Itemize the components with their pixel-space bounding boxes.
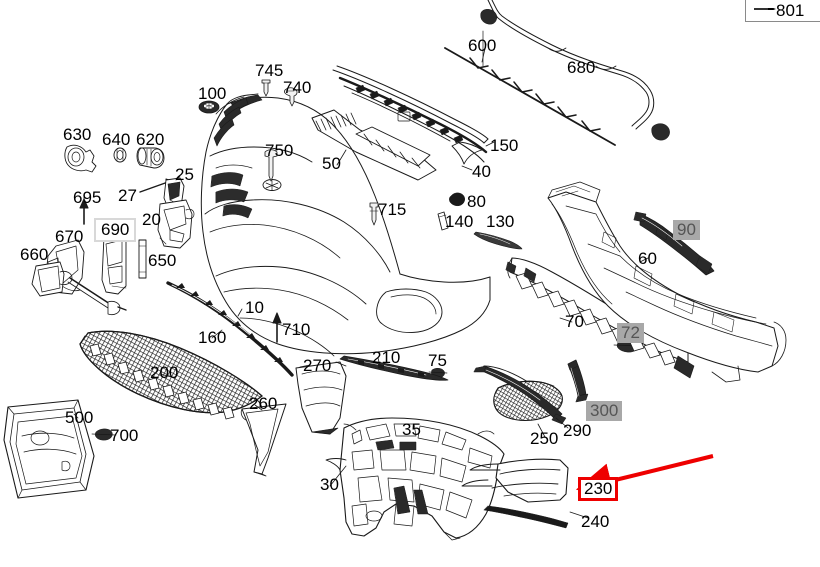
part-mesh-grille-200 [79, 330, 263, 420]
part-trim-130 [473, 231, 523, 250]
callout-label-200: 200 [150, 363, 179, 382]
part-hose-clip [480, 8, 670, 141]
part-bracket-140 [437, 211, 449, 231]
callout-label-35: 35 [402, 420, 421, 439]
callout-label-80: 80 [467, 192, 486, 211]
callout-label-630: 630 [63, 125, 92, 144]
callout-label-700: 700 [110, 426, 139, 445]
callout-label-160: 160 [198, 328, 227, 347]
callout-label-140: 140 [445, 212, 474, 231]
callout-label-290: 290 [563, 421, 592, 440]
part-washer-hose-680 [487, 0, 655, 130]
callout-label-680: 680 [567, 58, 596, 77]
part-impact-beam-60 [547, 181, 787, 383]
callout-label-600: 600 [468, 36, 497, 55]
callout-label-40: 40 [472, 162, 491, 181]
part-lower-trim-160 [166, 281, 294, 377]
part-clip-740 [284, 87, 298, 107]
part-pin-710 [272, 312, 282, 343]
part-nut-80 [449, 192, 465, 207]
part-emblem-100 [198, 100, 220, 114]
reference-callout-box: 801 [745, 0, 820, 22]
part-upper-grille-40 [338, 76, 488, 165]
callout-label-50: 50 [322, 154, 341, 173]
part-trim-strip-150 [332, 65, 489, 144]
part-air-intake-230 [461, 458, 569, 503]
callout-label-30: 30 [320, 475, 339, 494]
part-plate-holder-500 [3, 399, 95, 499]
callout-label-300: 300 [586, 401, 623, 421]
callout-label-230: 230 [578, 477, 619, 501]
part-sensor-630 [64, 144, 97, 173]
part-bumper-carrier-30 [325, 417, 505, 541]
callout-label-20: 20 [142, 210, 161, 229]
reference-arrow-icon [754, 8, 776, 10]
part-bracket-270 [295, 361, 347, 435]
callout-label-690: 690 [94, 218, 137, 242]
callout-label-660: 660 [20, 245, 49, 264]
part-short-bracket-300 [567, 359, 589, 403]
callout-label-100: 100 [198, 84, 227, 103]
callout-label-70: 70 [565, 312, 584, 331]
part-clip-745 [261, 79, 271, 97]
red-annotation-arrow [575, 454, 714, 499]
part-bracket-260 [240, 403, 287, 477]
callout-label-60: 60 [638, 249, 657, 268]
part-cover-left-strip [213, 94, 263, 147]
callout-label-210: 210 [372, 348, 401, 367]
part-ring-640 [113, 147, 127, 163]
part-module-660 [31, 261, 127, 316]
callout-label-715: 715 [378, 200, 407, 219]
reference-number: 801 [776, 1, 805, 20]
callout-label-620: 620 [136, 130, 165, 149]
callout-label-130: 130 [486, 212, 515, 231]
callout-label-640: 640 [102, 130, 131, 149]
callout-label-27: 27 [118, 186, 137, 205]
part-trim-210 [339, 355, 449, 381]
callout-label-270: 270 [303, 356, 332, 375]
callout-label-150: 150 [490, 136, 519, 155]
callout-label-670: 670 [55, 227, 84, 246]
part-air-duct-50 [311, 109, 437, 181]
callout-label-740: 740 [283, 78, 312, 97]
part-bracket-650 [138, 239, 147, 279]
callout-label-500: 500 [65, 408, 94, 427]
callout-label-25: 25 [175, 165, 194, 184]
callout-label-260: 260 [249, 394, 278, 413]
callout-label-710: 710 [282, 320, 311, 339]
part-screw-750 [264, 149, 278, 182]
part-hose-line-600 [444, 30, 616, 146]
callout-label-650: 650 [148, 251, 177, 270]
callout-label-250: 250 [530, 429, 559, 448]
part-bracket-20 [157, 199, 195, 249]
part-screw-715 [369, 202, 379, 226]
callout-label-72: 72 [617, 323, 644, 343]
part-cover-grille-shade [210, 172, 253, 219]
part-trim-bracket-90 [633, 211, 715, 276]
part-trim-240 [483, 505, 569, 529]
part-curved-trim-290 [473, 365, 567, 425]
callout-label-90: 90 [673, 220, 700, 240]
callout-label-75: 75 [428, 351, 447, 370]
part-mesh-insert-250 [493, 380, 563, 422]
part-clip-700 [91, 428, 117, 441]
callout-label-750: 750 [265, 141, 294, 160]
callout-label-240: 240 [581, 512, 610, 531]
callout-label-10: 10 [245, 298, 264, 317]
callout-label-695: 695 [73, 188, 102, 207]
callout-label-745: 745 [255, 61, 284, 80]
part-sensor-620 [136, 147, 165, 169]
